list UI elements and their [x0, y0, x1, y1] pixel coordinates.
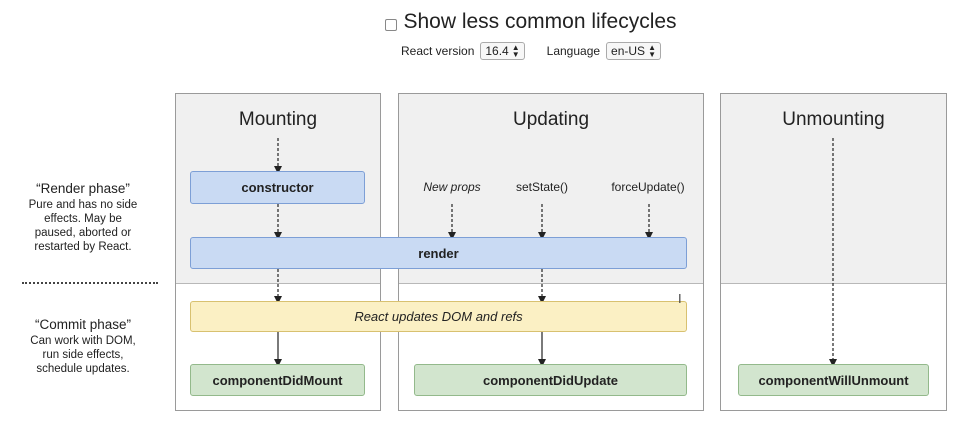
- react-version-label: React version: [401, 44, 475, 58]
- commit-phase-line: schedule updates.: [36, 363, 130, 375]
- commit-phase-line: Can work with DOM,: [30, 335, 136, 347]
- render-phase-line: Pure and has no side: [28, 199, 138, 211]
- phase-divider: [176, 283, 380, 284]
- component-did-mount-box[interactable]: componentDidMount: [190, 364, 365, 396]
- render-phase-line: paused, aborted or: [34, 227, 132, 239]
- new-props-trigger: New props: [423, 180, 481, 194]
- text-cursor-icon: I: [678, 291, 682, 306]
- render-phase-description: “Render phase” Pure and has no side effe…: [0, 182, 166, 254]
- component-did-update-box[interactable]: componentDidUpdate: [414, 364, 687, 396]
- language-select[interactable]: en-US ▲▼: [606, 42, 661, 60]
- render-box[interactable]: render: [190, 237, 687, 269]
- force-update-trigger: forceUpdate(): [611, 180, 685, 194]
- render-phase-line: restarted by React.: [34, 241, 132, 253]
- title-row: Show less common lifecycles: [0, 10, 962, 34]
- commit-phase-title: “Commit phase”: [34, 317, 132, 332]
- phase-divider: [399, 283, 703, 284]
- set-state-trigger: setState(): [515, 180, 569, 194]
- updating-title: Updating: [512, 109, 590, 130]
- phase-divider: [721, 283, 946, 284]
- commit-phase-line: run side effects,: [42, 349, 124, 361]
- react-version-value: 16.4: [485, 44, 509, 58]
- commit-phase-description: “Commit phase” Can work with DOM, run si…: [0, 318, 166, 376]
- constructor-box[interactable]: constructor: [190, 171, 365, 204]
- react-version-select[interactable]: 16.4 ▲▼: [480, 42, 525, 60]
- show-less-common-checkbox[interactable]: [385, 19, 398, 31]
- controls-row: React version 16.4 ▲▼ Language en-US ▲▼: [0, 42, 962, 60]
- language-value: en-US: [611, 44, 646, 58]
- phase-divider-dotted: [22, 282, 158, 284]
- dom-update-box[interactable]: React updates DOM and refs: [190, 301, 687, 332]
- language-label: Language: [546, 44, 601, 58]
- select-arrows-icon: ▲▼: [648, 43, 656, 59]
- unmounting-title: Unmounting: [782, 109, 885, 130]
- show-less-common-label[interactable]: Show less common lifecycles: [403, 10, 677, 33]
- component-will-unmount-box[interactable]: componentWillUnmount: [738, 364, 929, 396]
- select-arrows-icon: ▲▼: [511, 43, 520, 59]
- render-phase-title: “Render phase”: [36, 181, 130, 196]
- mounting-title: Mounting: [238, 109, 318, 130]
- header: Show less common lifecycles React versio…: [0, 10, 962, 60]
- render-phase-line: effects. May be: [44, 213, 122, 225]
